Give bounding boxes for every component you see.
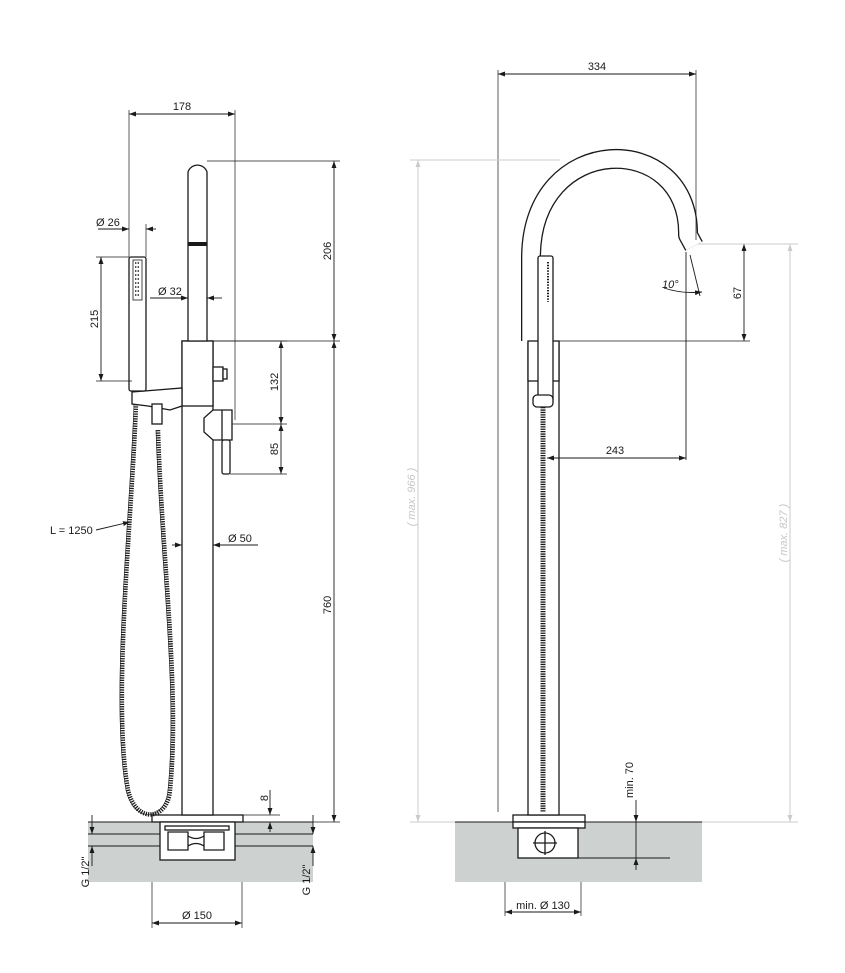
- base-plate-left: [151, 814, 244, 823]
- right-view: 334 67 10° 243 ( max. 966 ) ( max. 827 )…: [406, 61, 798, 916]
- dim-85: 85: [269, 443, 281, 455]
- mixer-body-left: [181, 340, 214, 407]
- shower-hose-left: [119, 403, 176, 817]
- diverter-knob: [212, 366, 224, 382]
- hand-shower: [128, 256, 147, 392]
- dim-215: 215: [89, 310, 101, 328]
- dim-dia-150: Ø 150: [182, 910, 212, 922]
- dim-243: 243: [606, 445, 624, 457]
- dim-angle-10: 10°: [662, 279, 679, 291]
- dim-760: 760: [322, 596, 334, 614]
- dim-8: 8: [259, 795, 271, 801]
- dim-max-966: ( max. 966 ): [406, 467, 418, 526]
- dim-thread-left: G 1/2": [80, 857, 92, 888]
- dim-dia-26: Ø 26: [96, 217, 120, 229]
- dim-132: 132: [269, 373, 281, 391]
- dim-thread-right: G 1/2": [301, 865, 313, 896]
- base-plate-right: [512, 814, 586, 823]
- shower-holder: [131, 387, 183, 411]
- spout-tube-left: [187, 164, 208, 342]
- left-view: 178 Ø 26 Ø 32 215 206 132 85 L = 1250: [50, 101, 340, 928]
- shower-nozzles: [132, 259, 143, 301]
- dim-max-827: ( max. 827 ): [778, 503, 790, 562]
- dim-min-dia-130: min. Ø 130: [516, 900, 570, 912]
- dim-dia-50: Ø 50: [228, 533, 252, 545]
- dim-67: 67: [732, 287, 744, 299]
- dim-dia-32: Ø 32: [158, 286, 182, 298]
- hand-shower-right: [537, 255, 554, 403]
- dim-hose-length: L = 1250: [50, 525, 93, 537]
- dim-206: 206: [322, 242, 334, 260]
- column-left: [181, 340, 214, 816]
- dim-334: 334: [588, 61, 606, 73]
- lever-handle: [203, 409, 233, 441]
- dim-min-70: min. 70: [624, 762, 636, 798]
- dim-178: 178: [173, 101, 191, 113]
